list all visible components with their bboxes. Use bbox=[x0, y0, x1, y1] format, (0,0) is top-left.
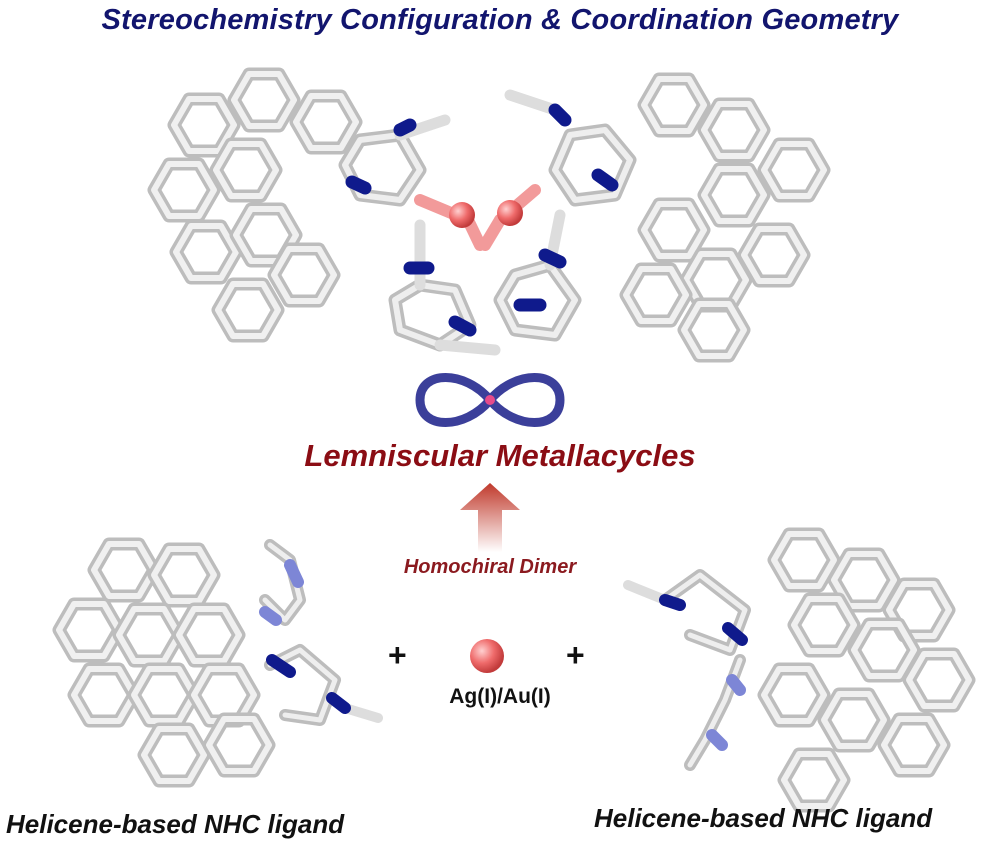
right-helicene bbox=[626, 79, 824, 356]
plus-sign-left: + bbox=[388, 637, 407, 673]
metal-centers bbox=[414, 184, 541, 251]
left-ligand-label: Helicene-based NHC ligand bbox=[6, 809, 345, 839]
reaction-arrow bbox=[460, 483, 520, 552]
metal-ion-label: Ag(I)/Au(I) bbox=[449, 685, 551, 708]
product-label: Lemniscular Metallacycles bbox=[304, 438, 696, 473]
right-ligand-model bbox=[623, 534, 969, 806]
plus-sign-right: + bbox=[566, 637, 585, 673]
nitrogen-atoms bbox=[345, 103, 619, 337]
figure-title: Stereochemistry Configuration & Coordina… bbox=[101, 4, 899, 36]
right-ligand-label: Helicene-based NHC ligand bbox=[594, 803, 933, 833]
metal-ion-sphere bbox=[470, 639, 504, 673]
step-label: Homochiral Dimer bbox=[403, 556, 577, 578]
lemniscate-icon bbox=[415, 373, 565, 427]
nhc-rings bbox=[338, 89, 637, 356]
left-ligand-model bbox=[59, 544, 383, 781]
left-helicene bbox=[154, 74, 356, 336]
metallacycle-model bbox=[154, 74, 824, 356]
